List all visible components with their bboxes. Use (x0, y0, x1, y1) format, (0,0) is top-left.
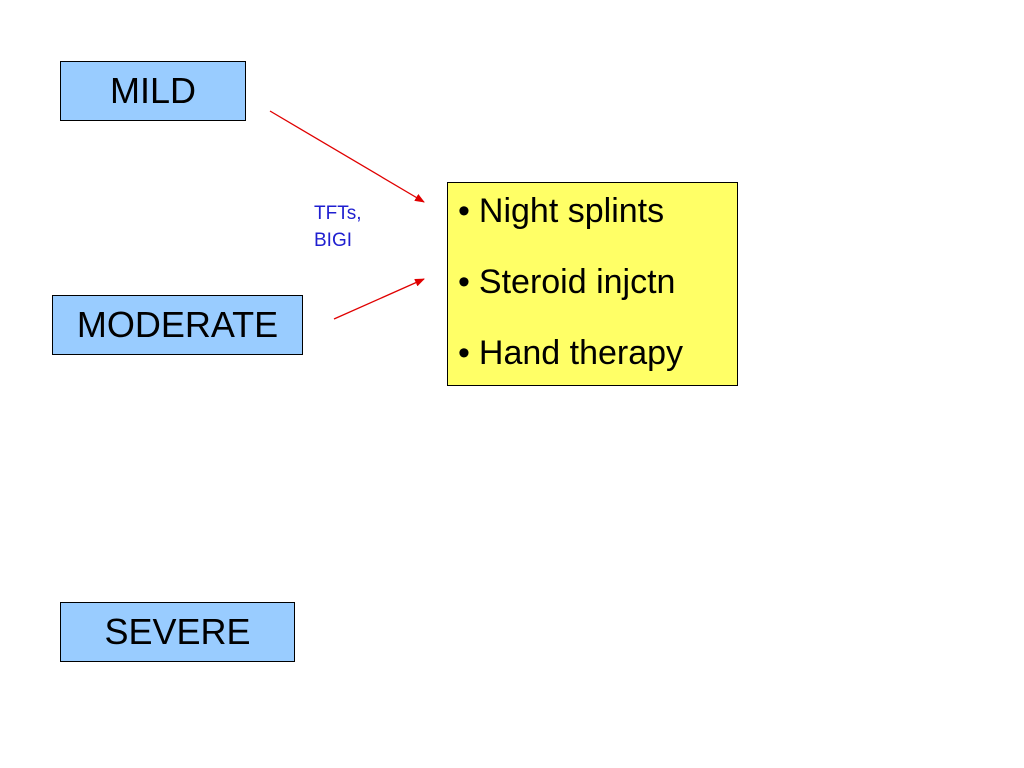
treatment-item-night-splints: •Night splints (458, 193, 737, 229)
treatment-item-steroid-injection: •Steroid injctn (458, 264, 737, 300)
treatment-label: Steroid injctn (478, 263, 676, 301)
note-line-1: TFTs, (314, 203, 362, 224)
mild-box: MILD (60, 61, 246, 121)
bullet-icon: • (458, 334, 470, 372)
treatment-item-hand-therapy: •Hand therapy (458, 335, 737, 371)
moderate-label: MODERATE (76, 304, 279, 345)
treatment-label: Hand therapy (478, 334, 684, 372)
treatment-label: Night splints (478, 192, 665, 230)
investigations-note: TFTs, BIGI (314, 200, 362, 254)
severe-box: SEVERE (60, 602, 295, 662)
note-line-2: BIGI (314, 230, 353, 251)
moderate-to-treatment-arrow (333, 278, 425, 320)
mild-to-treatment-arrow (269, 110, 425, 203)
moderate-box: MODERATE (52, 295, 303, 355)
mild-label: MILD (109, 70, 196, 111)
treatment-box: •Night splints •Steroid injctn •Hand the… (447, 182, 738, 386)
bullet-icon: • (458, 192, 470, 230)
bullet-icon: • (458, 263, 470, 301)
severe-label: SEVERE (104, 611, 251, 652)
